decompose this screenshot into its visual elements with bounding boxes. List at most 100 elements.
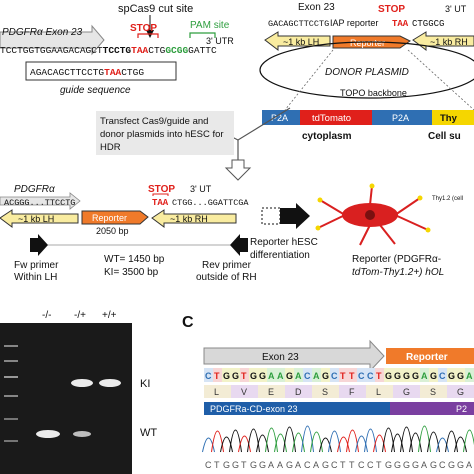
fw-primer-label-2: Within LH	[14, 272, 57, 283]
edited-lh-arrow	[0, 209, 79, 228]
workflow-arrow: Transfect Cas9/guide and donor plasmids …	[96, 107, 291, 181]
chromatogram-peak	[229, 429, 242, 453]
seq-exon-arrow	[203, 339, 385, 373]
bottom-base-letter: T	[241, 460, 247, 470]
base-cell	[429, 368, 438, 382]
bottom-base-letter: A	[268, 460, 274, 470]
amino-acid-letter: S	[430, 387, 436, 397]
base-letter: C	[358, 371, 365, 381]
stop-label-right: STOP	[378, 4, 405, 15]
base-letter: T	[214, 371, 220, 381]
bottom-base-letter: T	[349, 460, 355, 470]
edited-seq-right: CTGG...GGATTCGA	[172, 198, 249, 208]
bottom-base-letter: C	[439, 460, 446, 470]
guide-sequence: AGACAGCTTCCTGTAACTGG	[30, 67, 144, 78]
edited-rh-arrow	[151, 209, 237, 228]
bottom-base-letter: G	[448, 460, 455, 470]
gel-lane-label-1: -/-	[42, 310, 51, 321]
bottom-base-letter: A	[466, 460, 472, 470]
oligodendrocyte-icon	[315, 183, 431, 246]
reporter-title-1: Reporter (PDGFRα-	[352, 254, 441, 265]
base-letter: G	[394, 371, 401, 381]
p2a-label-1: P2A	[271, 113, 288, 123]
chromatogram-peak	[445, 430, 458, 453]
transfect-line-1: Transfect Cas9/guide and	[100, 116, 208, 127]
chromatogram-peak	[400, 426, 413, 453]
base-cell	[204, 368, 213, 382]
amino-acid-cell	[420, 385, 447, 398]
base-cell	[375, 368, 384, 382]
gel-band-ki-lane3	[99, 379, 121, 387]
expansion-line-right	[407, 49, 474, 111]
guide-caption: guide sequence	[60, 85, 131, 96]
base-cell	[348, 368, 357, 382]
p2a-box-1	[262, 110, 300, 125]
gene-exon-label: PDGFRα Exon 23	[2, 27, 83, 38]
amino-acid-letter: D	[295, 387, 302, 397]
base-cell	[447, 368, 456, 382]
amino-acid-cell	[285, 385, 312, 398]
amino-acid-letter: V	[241, 387, 247, 397]
base-cell	[285, 368, 294, 382]
chromatogram-peak	[238, 435, 251, 453]
bottom-base-letter: G	[259, 460, 266, 470]
base-letter: G	[385, 371, 392, 381]
base-letter: G	[412, 371, 419, 381]
base-cell	[402, 368, 411, 382]
base-cell	[456, 368, 465, 382]
amino-acid-cell	[258, 385, 285, 398]
base-cell	[213, 368, 222, 382]
gel-lane-label-2: -/+	[74, 310, 86, 321]
base-cell	[420, 368, 429, 382]
p2a-box-2	[372, 110, 432, 125]
bottom-base-letter: G	[430, 460, 437, 470]
bottom-base-letter: C	[304, 460, 311, 470]
amino-acid-cell	[447, 385, 474, 398]
base-cell	[411, 368, 420, 382]
edited-reporter-bp: 2050 bp	[96, 226, 129, 236]
fw-primer-arrow	[30, 234, 48, 256]
base-letter: A	[421, 371, 428, 381]
rev-primer-label-1: Rev primer	[202, 260, 252, 271]
base-letter: A	[466, 371, 473, 381]
bottom-base-letter: A	[421, 460, 427, 470]
base-letter: T	[376, 371, 382, 381]
base-cell	[312, 368, 321, 382]
base-cell	[231, 368, 240, 382]
chromatogram-peak	[373, 434, 386, 453]
chromatogram-peak	[463, 429, 474, 453]
edited-stop-label: STOP	[148, 184, 175, 195]
base-cell	[249, 368, 258, 382]
seq-reporter-label: Reporter	[406, 352, 448, 363]
chromatogram-peak	[247, 428, 260, 453]
rev-primer-arrow	[230, 234, 248, 256]
tdtomato-box	[300, 110, 372, 125]
amino-acid-letter: L	[376, 387, 381, 397]
base-cell	[330, 368, 339, 382]
diff-arrow-solid	[280, 203, 310, 229]
base-cell	[258, 368, 267, 382]
base-letter: A	[268, 371, 275, 381]
amino-acid-letter: G	[403, 387, 410, 397]
base-letter: C	[304, 371, 311, 381]
chromatogram-peak	[337, 436, 350, 453]
base-cell	[321, 368, 330, 382]
bottom-base-letter: G	[250, 460, 257, 470]
exon-arrow	[0, 24, 105, 56]
stop-bracket	[137, 33, 159, 38]
base-letter: G	[232, 371, 239, 381]
cellsurface-label: Cell su	[428, 131, 461, 142]
amino-acid-cell	[231, 385, 258, 398]
edited-utr-label: 3' UT	[190, 184, 212, 194]
pam-label: PAM site	[190, 20, 230, 31]
donor-seq-right: CTGGCG	[412, 19, 444, 29]
reporter-title-2: tdTom-Thy1.2+) hOL	[352, 267, 444, 278]
tdtomato-label: tdTomato	[312, 113, 351, 124]
base-cell	[384, 368, 393, 382]
base-cell	[267, 368, 276, 382]
chromatogram-peak	[391, 433, 404, 453]
amino-acid-cell	[312, 385, 339, 398]
base-letter: A	[277, 371, 284, 381]
